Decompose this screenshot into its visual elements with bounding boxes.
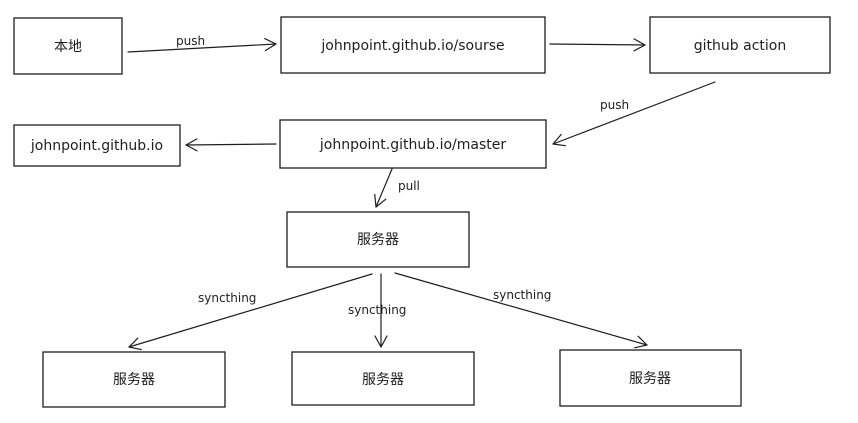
node-site: johnpoint.github.io — [13, 124, 181, 167]
edge-label-local-to-source: push — [176, 34, 205, 48]
node-master-repo-label: johnpoint.github.io/master — [319, 137, 506, 153]
edge-source-to-action — [549, 38, 646, 52]
node-site-label: johnpoint.github.io — [30, 138, 163, 154]
edge-label-sync-left: syncthing — [198, 291, 256, 305]
edge-label-action-to-master: push — [600, 98, 629, 112]
edge-action-to-master — [552, 81, 716, 147]
edge-label-master-to-server: pull — [398, 179, 420, 193]
edge-label-sync-right: syncthing — [493, 288, 551, 302]
node-source-repo: johnpoint.github.io/sourse — [280, 16, 546, 74]
node-github-action-label: github action — [694, 38, 786, 54]
node-server-left-label: 服务器 — [113, 372, 155, 388]
node-server-right-label: 服务器 — [629, 371, 671, 387]
node-server-right: 服务器 — [559, 349, 742, 407]
node-server-middle-label: 服务器 — [362, 372, 404, 388]
node-master-repo: johnpoint.github.io/master — [279, 119, 547, 169]
edge-master-to-server — [374, 168, 393, 208]
edge-label-sync-middle: syncthing — [348, 303, 406, 317]
node-server-main: 服务器 — [286, 211, 470, 268]
node-local-label: 本地 — [54, 39, 82, 55]
node-server-main-label: 服务器 — [357, 232, 399, 248]
edge-local-to-source — [127, 38, 277, 53]
edge-master-to-site — [185, 138, 277, 152]
node-server-left: 服务器 — [42, 351, 226, 408]
edge-sync-left — [128, 273, 373, 351]
node-github-action: github action — [649, 16, 831, 74]
node-source-repo-label: johnpoint.github.io/sourse — [320, 38, 504, 54]
node-local: 本地 — [13, 17, 123, 75]
node-server-middle: 服务器 — [291, 351, 475, 406]
edge-sync-right — [394, 272, 648, 349]
